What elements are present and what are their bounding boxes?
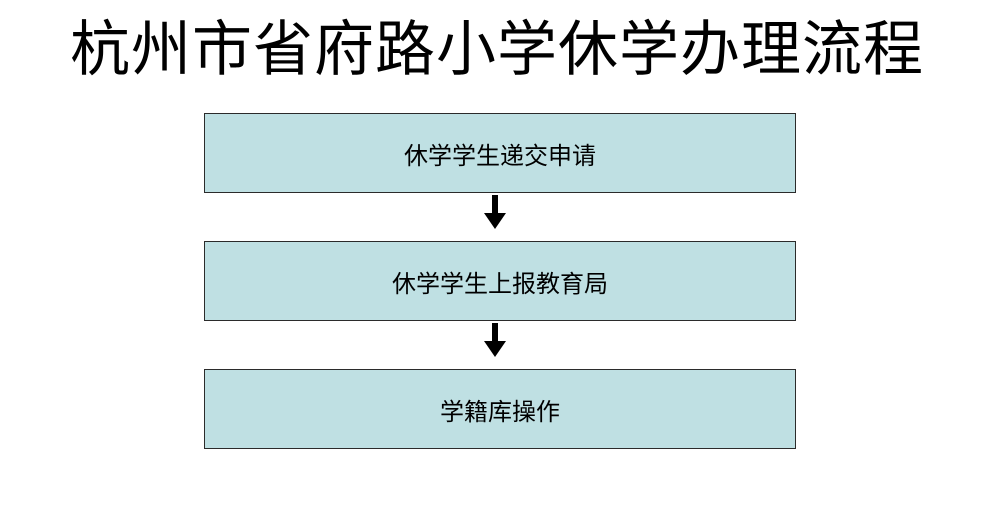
- flow-step-report-education-bureau: 休学学生上报教育局: [204, 241, 796, 321]
- flow-step-label: 学籍库操作: [440, 397, 560, 426]
- flow-step-submit-application: 休学学生递交申请: [204, 113, 796, 193]
- flow-step-label: 休学学生递交申请: [404, 141, 596, 170]
- down-arrow-icon: [484, 195, 506, 229]
- page-title: 杭州市省府路小学休学办理流程: [70, 15, 924, 85]
- down-arrow-icon: [484, 323, 506, 357]
- flow-step-student-registry-operation: 学籍库操作: [204, 369, 796, 449]
- flow-step-label: 休学学生上报教育局: [392, 269, 608, 298]
